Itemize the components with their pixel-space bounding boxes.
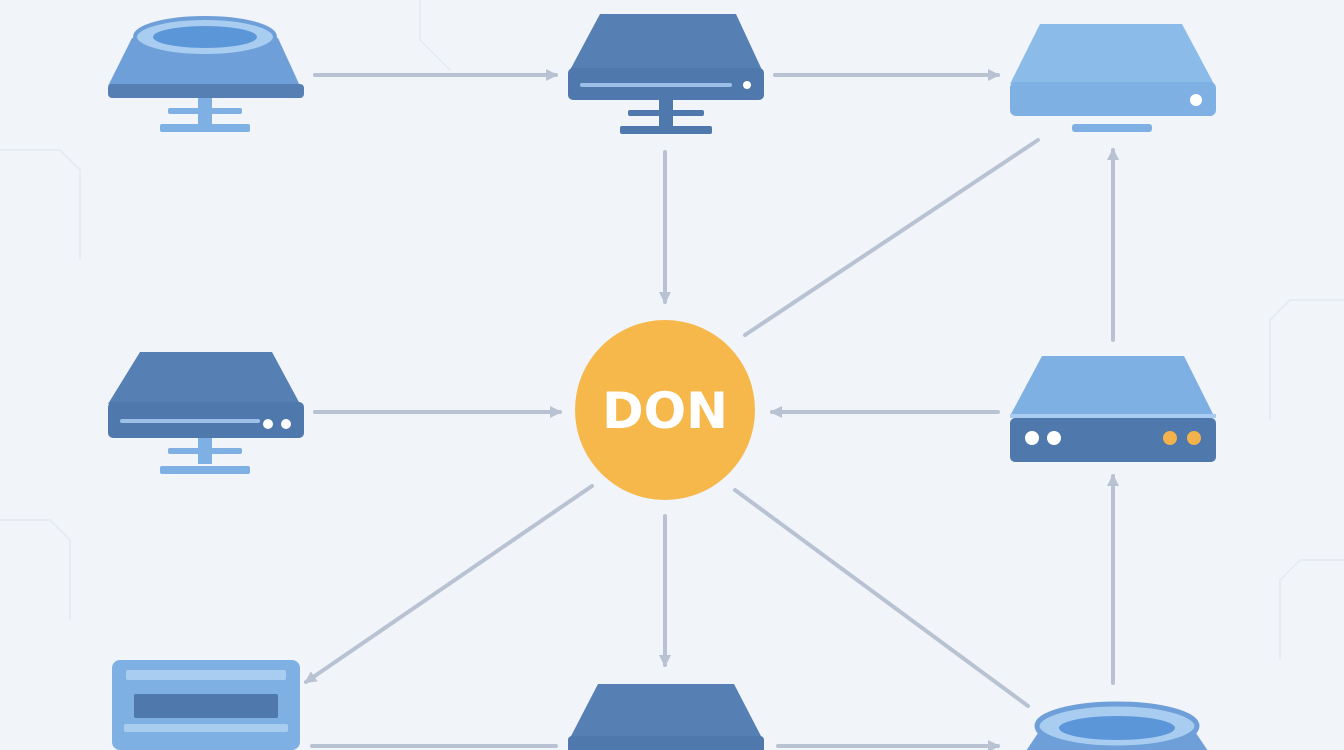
disc-monitor-icon bbox=[108, 16, 304, 132]
node-bottom-left[interactable] bbox=[112, 660, 300, 750]
background-traces bbox=[0, 0, 1344, 660]
edges-layer bbox=[304, 69, 1119, 750]
edge-hub-to-top-right bbox=[743, 138, 1040, 337]
node-top-right[interactable] bbox=[1010, 24, 1216, 132]
node-top-center[interactable] bbox=[568, 14, 764, 134]
edge-hub-to-bottom-left bbox=[304, 484, 594, 684]
node-bottom-center[interactable] bbox=[568, 684, 764, 750]
server-icon bbox=[1010, 356, 1216, 462]
disc-monitor-icon bbox=[1026, 701, 1208, 750]
hub-circle bbox=[575, 320, 755, 500]
hub-label: DON bbox=[602, 382, 728, 440]
drive-icon bbox=[568, 684, 764, 750]
printer-icon bbox=[112, 660, 300, 750]
node-bottom-right[interactable] bbox=[1020, 701, 1214, 750]
node-mid-right[interactable] bbox=[1010, 356, 1216, 462]
node-mid-left[interactable] bbox=[108, 352, 304, 474]
edge-hub-to-bottom-right bbox=[733, 488, 1030, 708]
drive-monitor-icon bbox=[568, 14, 764, 134]
drive-icon bbox=[1010, 24, 1216, 132]
hub-node[interactable]: DON bbox=[575, 320, 755, 500]
node-top-left[interactable] bbox=[108, 16, 304, 132]
drive-monitor-icon bbox=[108, 352, 304, 474]
